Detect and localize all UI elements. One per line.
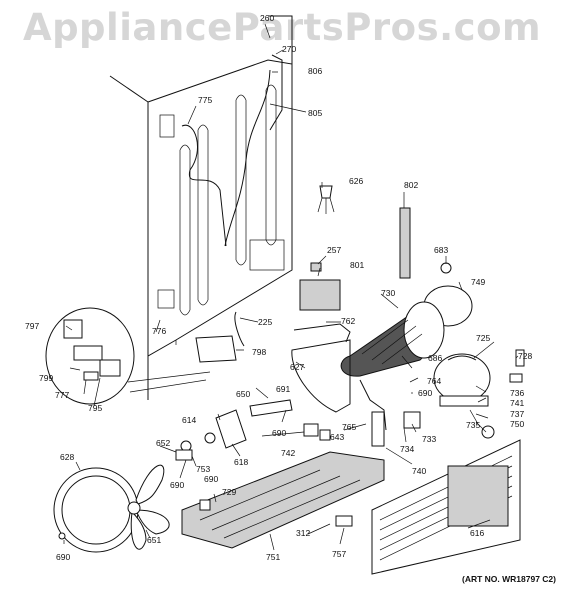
callout-736: 736 [510, 388, 524, 398]
callout-806: 806 [308, 66, 322, 76]
cabinet-back-panel [109, 15, 293, 400]
callout-690: 690 [418, 388, 432, 398]
callout-762: 762 [341, 316, 355, 326]
callout-628: 628 [60, 452, 74, 462]
callout-802: 802 [404, 180, 418, 190]
art-number: (ART NO. WR18797 C2) [462, 574, 556, 584]
callout-650: 650 [236, 389, 250, 399]
leader-lines [63, 23, 519, 551]
callout-690-c: 690 [272, 428, 286, 438]
callout-683: 683 [434, 245, 448, 255]
callout-690-b: 690 [170, 480, 184, 490]
callout-651: 651 [147, 535, 161, 545]
callout-643: 643 [330, 432, 344, 442]
callout-737: 737 [510, 409, 524, 419]
callout-691: 691 [276, 384, 290, 394]
callout-labels: 260 270 806 775 805 626 802 257 801 683 … [25, 13, 532, 562]
callout-798: 798 [252, 347, 266, 357]
callout-686: 686 [428, 353, 442, 363]
callout-735: 735 [466, 420, 480, 430]
callout-775: 775 [198, 95, 212, 105]
callout-740: 740 [412, 466, 426, 476]
callout-690-e: 690 [204, 474, 218, 484]
callout-797: 797 [25, 321, 39, 331]
callout-733: 733 [422, 434, 436, 444]
callout-728: 728 [518, 351, 532, 361]
callout-799: 799 [39, 373, 53, 383]
callout-312: 312 [296, 528, 310, 538]
fan-shroud [53, 467, 139, 553]
callout-729: 729 [222, 487, 236, 497]
callout-765: 765 [342, 422, 356, 432]
callout-742: 742 [281, 448, 295, 458]
callout-618: 618 [234, 457, 248, 467]
callout-795: 795 [88, 403, 102, 413]
callout-690-d: 690 [56, 552, 70, 562]
callout-225: 225 [258, 317, 272, 327]
callout-652: 652 [156, 438, 170, 448]
fan-blade [127, 464, 170, 550]
callout-764: 764 [427, 376, 441, 386]
callout-626: 626 [349, 176, 363, 186]
callout-749: 749 [471, 277, 485, 287]
callout-801: 801 [350, 260, 364, 270]
callout-741: 741 [510, 398, 524, 408]
callout-730: 730 [381, 288, 395, 298]
compressor [433, 353, 491, 407]
callout-777: 777 [55, 390, 69, 400]
callout-751: 751 [266, 552, 280, 562]
callout-753: 753 [196, 464, 210, 474]
callout-627: 627 [290, 362, 304, 372]
condenser-coil [340, 301, 445, 377]
hardware-parts [45, 185, 525, 575]
callout-757: 757 [332, 549, 346, 559]
callout-776: 776 [152, 326, 166, 336]
callout-805: 805 [308, 108, 322, 118]
callout-257: 257 [327, 245, 341, 255]
callout-260: 260 [260, 13, 274, 23]
callout-750: 750 [510, 419, 524, 429]
watermark: AppliancePartsPros.com [22, 6, 542, 49]
callout-270: 270 [282, 44, 296, 54]
back-cover-grille [371, 439, 521, 575]
callout-614: 614 [182, 415, 196, 425]
callout-734: 734 [400, 444, 414, 454]
callout-725: 725 [476, 333, 490, 343]
callout-616: 616 [470, 528, 484, 538]
